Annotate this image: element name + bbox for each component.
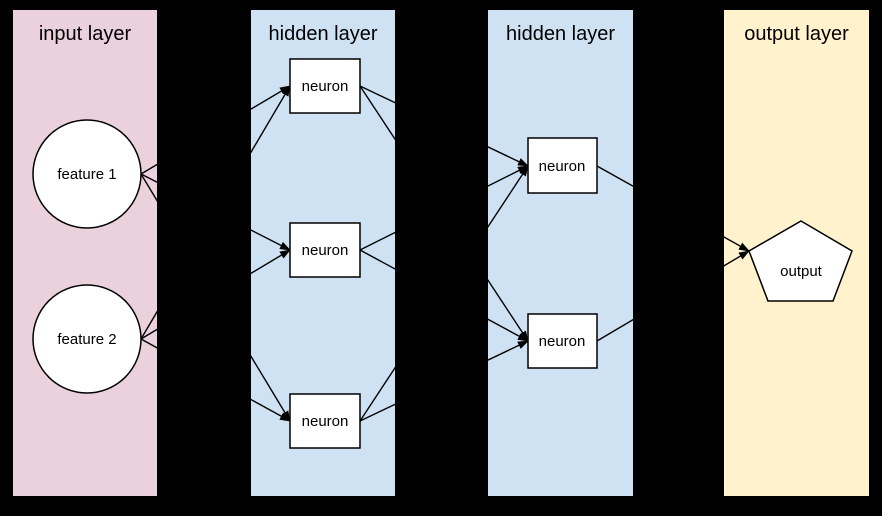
edge-h1-neuron-1-to-h2-neuron-1: [359, 85, 529, 167]
node-shapes: feature 1 feature 2 neuron neuron neuron neur…: [32, 58, 853, 449]
feature-1-node: [32, 119, 142, 229]
output-layer-title: output layer: [744, 23, 849, 45]
feature-1-label: feature 1: [57, 166, 116, 183]
h2-neuron-2-node: [527, 313, 598, 369]
feature-2-node: [32, 284, 142, 394]
input-layer-panel: [13, 10, 157, 496]
edge-h1-neuron-2-to-h2-neuron-2: [359, 249, 529, 342]
h1-neuron-1-node: [289, 58, 361, 114]
edge-h2-neuron-2-to-output: [596, 250, 750, 342]
edge-feature-1-to-h1-neuron-1: [140, 85, 291, 175]
hidden-layer-1-title: hidden layer: [269, 23, 378, 45]
edge-h1-neuron-1-to-h2-neuron-2: [359, 85, 529, 342]
h2-neuron-1-label: neuron: [539, 158, 586, 175]
input-layer-title: input layer: [39, 23, 132, 45]
hidden-layer-2-panel: [488, 10, 633, 496]
edge-feature-2-to-h1-neuron-3: [140, 338, 291, 422]
h1-neuron-1-label: neuron: [302, 78, 349, 95]
h1-neuron-2-node: [289, 222, 361, 278]
layer-panels: input layer hidden layer hidden layer outpu…: [13, 10, 869, 496]
edge-feature-1-to-h1-neuron-3: [140, 173, 291, 422]
output-node: [748, 220, 853, 302]
edge-h1-neuron-3-to-h2-neuron-2: [359, 340, 529, 422]
h2-neuron-1-node: [527, 137, 598, 194]
hidden-layer-2-title: hidden layer: [506, 23, 615, 45]
output-label: output: [780, 263, 823, 280]
h2-neuron-2-label: neuron: [539, 333, 586, 350]
edge-h1-neuron-3-to-h2-neuron-1: [359, 165, 529, 422]
h1-neuron-3-node: [289, 393, 361, 449]
edge-h1-neuron-2-to-h2-neuron-1: [359, 165, 529, 251]
edge-lines: [140, 85, 750, 422]
edge-h2-neuron-1-to-output: [596, 165, 750, 252]
h1-neuron-2-label: neuron: [302, 242, 349, 259]
edge-feature-2-to-h1-neuron-1: [140, 85, 291, 340]
edge-feature-2-to-h1-neuron-2: [140, 249, 291, 340]
h1-neuron-3-label: neuron: [302, 413, 349, 430]
feature-2-label: feature 2: [57, 331, 116, 348]
